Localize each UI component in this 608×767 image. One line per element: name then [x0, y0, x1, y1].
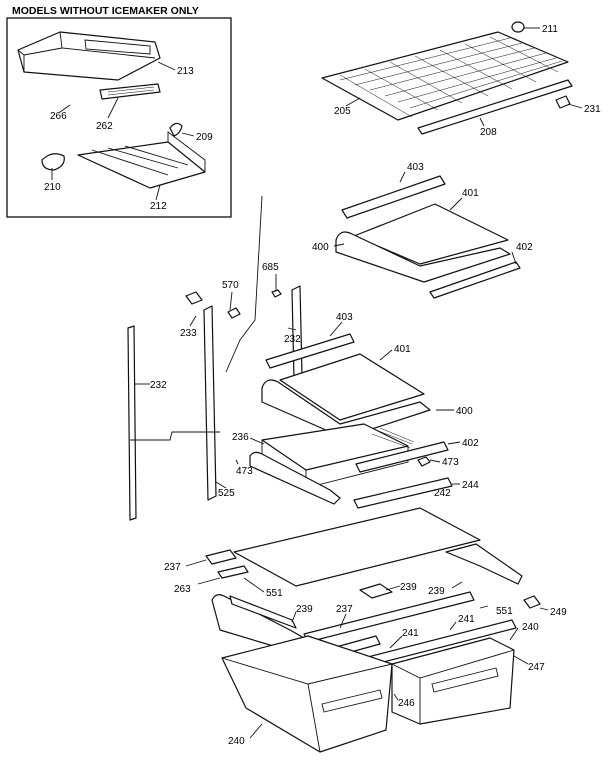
cap-part — [511, 21, 525, 33]
callout-237-lower: 237 — [336, 604, 353, 615]
callout-241-right: 241 — [458, 614, 475, 625]
callout-473-left: 473 — [236, 466, 253, 477]
callout-263: 263 — [174, 584, 191, 595]
callout-400-lower: 400 — [456, 406, 473, 417]
upper-glass-shelf-group — [333, 171, 521, 299]
ice-bin-bar-part — [99, 83, 161, 100]
pan-cover-group — [235, 423, 461, 509]
callout-403-lower: 403 — [336, 312, 353, 323]
callout-570: 570 — [222, 280, 239, 291]
callout-247: 247 — [528, 662, 545, 673]
callout-473-right: 473 — [442, 457, 459, 468]
callout-233: 233 — [180, 328, 197, 339]
callout-232-right: 232 — [284, 334, 301, 345]
callout-239-left: 239 — [296, 604, 313, 615]
callout-551-left: 551 — [266, 588, 283, 599]
callout-401-lower: 401 — [394, 344, 411, 355]
center-bracket-part — [359, 583, 393, 599]
inset-border — [6, 17, 232, 218]
icemaker-inset: MODELS WITHOUT ICEMAKER ONLY 213 — [6, 5, 232, 218]
crisper-cover-group — [185, 507, 523, 599]
wire-shelf-group — [321, 21, 583, 135]
callout-239-center: 239 — [400, 582, 417, 593]
callout-402-upper: 402 — [516, 242, 533, 253]
lower-glass-shelf-group — [261, 321, 454, 439]
callout-212: 212 — [150, 201, 167, 212]
shelf-trim-part — [265, 333, 355, 369]
callout-525: 525 — [218, 488, 235, 499]
shelf-frame-part — [261, 379, 431, 439]
clip-part — [169, 122, 183, 137]
trim-strip-part — [355, 441, 449, 473]
cover-rear-rail-part — [445, 543, 523, 585]
clip-part — [271, 289, 282, 298]
callout-401-upper: 401 — [462, 188, 479, 199]
callout-213: 213 — [177, 66, 194, 77]
callout-249: 249 — [550, 607, 567, 618]
crisper-drawers-group — [221, 627, 529, 753]
callout-208: 208 — [480, 127, 497, 138]
callout-551-right: 551 — [496, 606, 513, 617]
callout-246: 246 — [398, 698, 415, 709]
shelf-clip-part — [555, 95, 571, 109]
shelf-frame-part — [335, 231, 511, 283]
callout-231: 231 — [584, 104, 601, 115]
callout-685: 685 — [262, 262, 279, 273]
callout-239-right: 239 — [428, 586, 445, 597]
callout-242: 242 — [434, 488, 451, 499]
callout-236: 236 — [232, 432, 249, 443]
callout-402-lower: 402 — [462, 438, 479, 449]
callout-403-upper: 403 — [407, 162, 424, 173]
screw-part — [227, 307, 241, 319]
rail-part — [229, 595, 297, 629]
glass-panel-part — [353, 203, 509, 265]
inset-title: MODELS WITHOUT ICEMAKER ONLY — [12, 5, 199, 17]
callout-240-left: 240 — [228, 736, 245, 747]
right-ladder-rail-part — [291, 285, 303, 381]
callout-266: 266 — [50, 111, 67, 122]
callout-237-upper: 237 — [164, 562, 181, 573]
shelf-trim-part — [341, 175, 446, 219]
long-rail-part — [127, 325, 137, 521]
cover-strip-part — [217, 565, 249, 579]
cover-frame-part — [205, 549, 237, 565]
callout-211: 211 — [542, 24, 558, 35]
callout-400-upper: 400 — [312, 242, 329, 253]
knob-part — [41, 153, 65, 171]
callout-210: 210 — [44, 182, 61, 193]
shelf-rail-part — [417, 79, 573, 135]
wire-shelf-part — [321, 31, 569, 121]
rail-bracket-part — [185, 291, 203, 305]
front-strip-part — [353, 477, 453, 509]
left-ladder-rail-part — [203, 305, 217, 501]
callout-241-left: 241 — [402, 628, 419, 639]
callout-209: 209 — [196, 132, 213, 143]
cover-glass-part — [233, 507, 481, 587]
callout-240-right: 240 — [522, 622, 539, 633]
callout-262: 262 — [96, 121, 113, 132]
support-bracket-part — [523, 595, 541, 609]
left-drawer-part — [221, 635, 393, 753]
glass-panel-part — [279, 353, 425, 421]
front-rail-part — [303, 591, 475, 643]
callout-205: 205 — [334, 106, 351, 117]
shelf-front-trim-part — [429, 261, 521, 299]
pan-rail-part — [249, 451, 341, 505]
tray-bracket-part — [77, 131, 206, 189]
callout-232-left: 232 — [150, 380, 167, 391]
callout-244: 244 — [462, 480, 479, 491]
ice-bin-part — [17, 31, 161, 81]
screw-part — [417, 456, 431, 467]
